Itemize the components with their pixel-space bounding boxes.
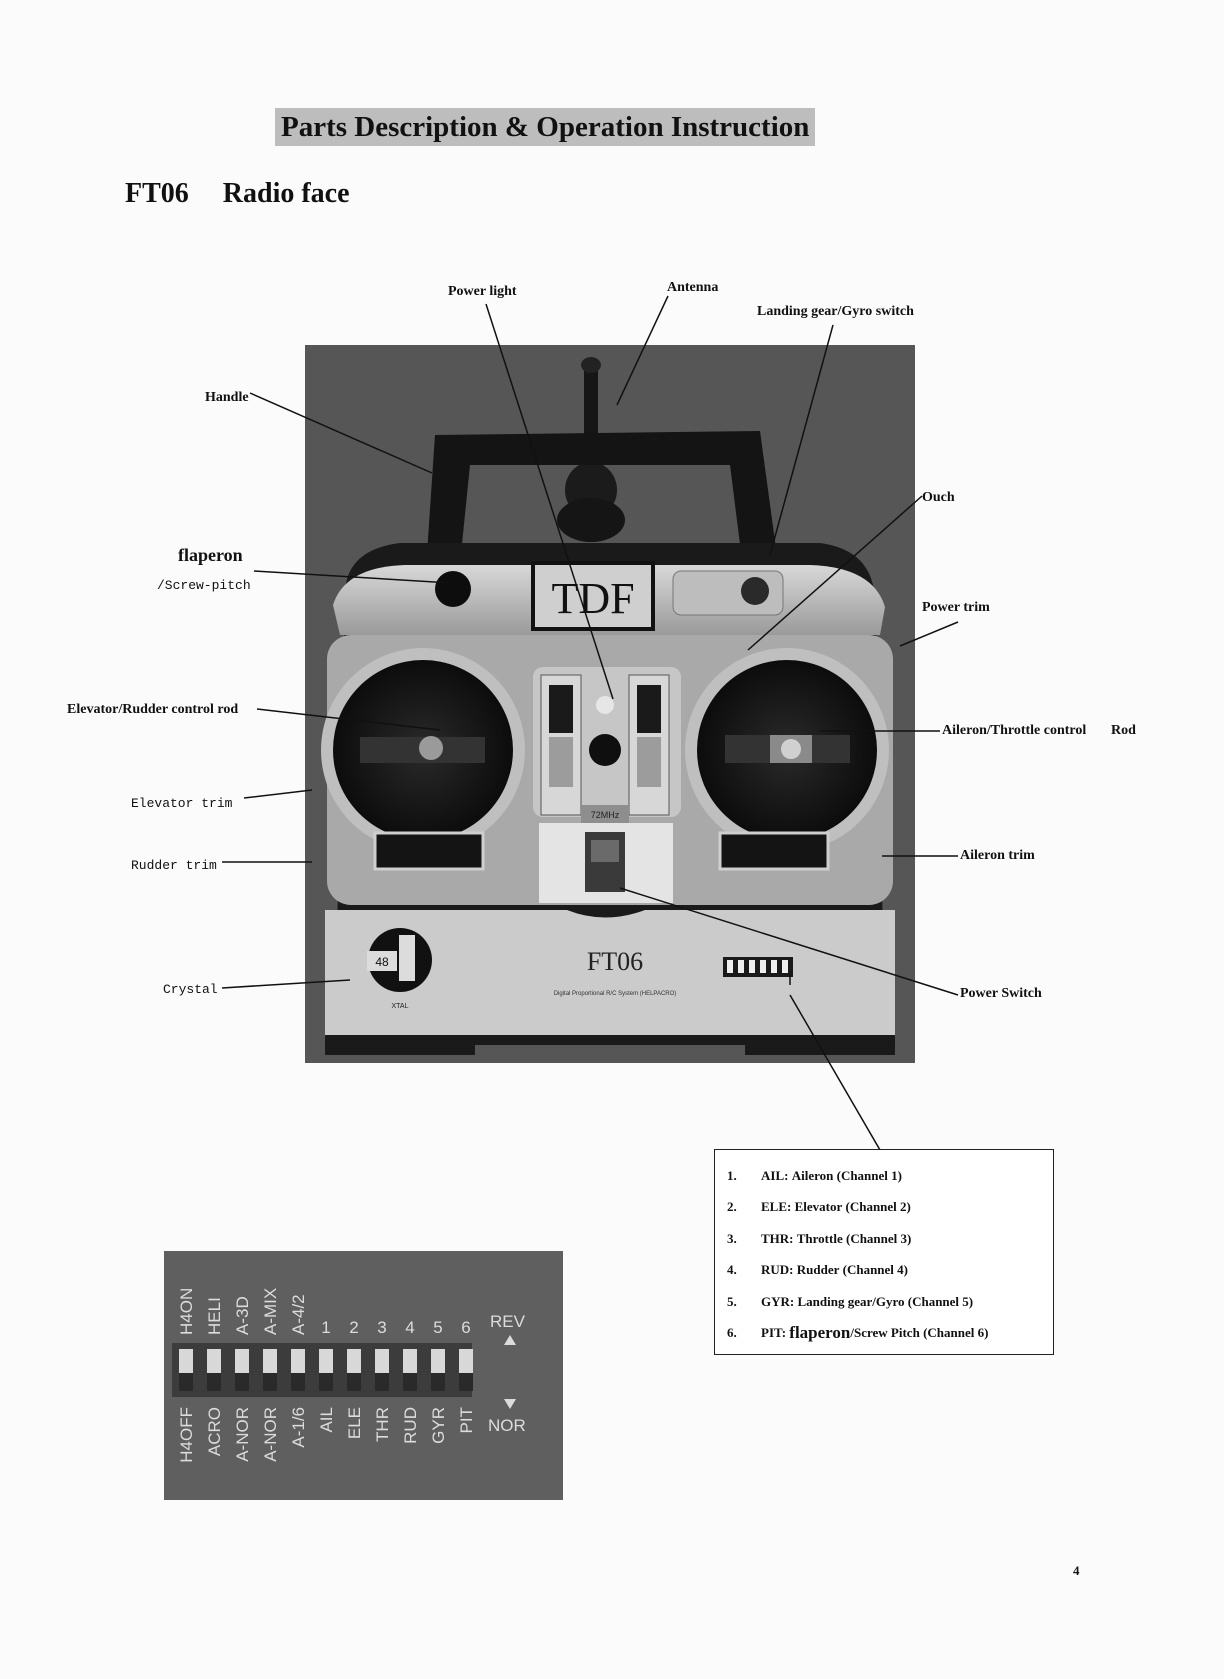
label-screw-pitch: /Screw-pitch [157, 578, 251, 593]
dip-switch-lever [207, 1373, 221, 1391]
dip-top-label: 3 [377, 1318, 386, 1337]
label-power-trim: Power trim [922, 600, 990, 615]
label-elevator-rudder-rod: Elevator/Rudder control rod [67, 702, 239, 717]
label-aileron-trim: Aileron trim [960, 848, 1035, 863]
dip-switch-lever [431, 1373, 445, 1391]
dip-top-label: 1 [321, 1318, 330, 1337]
dip-bottom-label: THR [373, 1407, 392, 1442]
dip-top-label: 2 [349, 1318, 358, 1337]
label-elevator-trim: Elevator trim [131, 796, 233, 811]
model-name: FT06 [125, 178, 189, 209]
radio-illustration: TDF 72MHz [321, 357, 895, 1055]
label-landing-gear-switch: Landing gear/Gyro switch [757, 304, 914, 319]
label-antenna: Antenna [667, 280, 719, 295]
crystal-band: 48 [375, 955, 389, 969]
dip-top-label: HELI [205, 1297, 224, 1335]
freq-label: 72MHz [591, 810, 620, 820]
label-power-switch: Power Switch [960, 986, 1042, 1001]
dip-bottom-label: RUD [401, 1407, 420, 1444]
dip-bottom-label: ELE [345, 1407, 364, 1439]
page-number: 4 [1073, 1563, 1080, 1578]
legend-row: 6. PIT: flaperon/Screw Pitch (Channel 6) [727, 1323, 989, 1343]
crystal-label: XTAL [392, 1003, 409, 1010]
system-text: Digital Proportional R/C System (HELPACR… [554, 991, 677, 997]
dip-nor-label: NOR [488, 1416, 526, 1435]
label-crystal: Crystal [163, 982, 218, 997]
model-plate: FT06 [587, 947, 643, 976]
legend-row: 1. AIL: Aileron (Channel 1) [727, 1167, 902, 1183]
arrow-up-icon [504, 1335, 516, 1345]
dip-top-label: A-MIX [261, 1288, 280, 1335]
dip-bottom-label: A-NOR [233, 1407, 252, 1462]
label-rudder-trim: Rudder trim [131, 858, 217, 873]
page-heading: Parts Description & Operation Instructio… [275, 108, 816, 146]
dip-bottom-label: A-NOR [261, 1407, 280, 1462]
subtitle-text: Radio face [222, 178, 350, 209]
dip-top-label: H4ON [177, 1288, 196, 1335]
dip-top-label: A-3D [233, 1296, 252, 1335]
label-rod: Rod [1111, 723, 1136, 738]
dip-switch-lever [459, 1373, 473, 1391]
dip-bottom-label: PIT [457, 1407, 476, 1433]
dip-switch-lever [179, 1373, 193, 1391]
dip-switch-lever [347, 1373, 361, 1391]
dip-bottom-label: H4OFF [177, 1407, 196, 1463]
arrow-down-icon [504, 1399, 516, 1409]
legend-row: 2. ELE: Elevator (Channel 2) [727, 1199, 911, 1215]
dip-bottom-label: GYR [429, 1407, 448, 1444]
dip-switch-lever [375, 1373, 389, 1391]
dip-top-label: 4 [405, 1318, 414, 1337]
dip-switch-lever [291, 1373, 305, 1391]
radio-photo: TDF 72MHz [305, 345, 915, 1063]
label-power-light: Power light [448, 284, 517, 299]
dip-rev-label: REV [490, 1312, 526, 1331]
legend-row: 4. RUD: Rudder (Channel 4) [727, 1262, 908, 1278]
dip-top-label: 5 [433, 1318, 442, 1337]
dip-bottom-label: A-1/6 [289, 1407, 308, 1448]
dip-switch-lever [403, 1373, 417, 1391]
dip-switch-lever [263, 1373, 277, 1391]
page-subtitle: FT06 Radio face [125, 178, 350, 210]
dip-top-label: A-4/2 [289, 1294, 308, 1335]
dip-bottom-label: ACRO [205, 1407, 224, 1456]
label-flaperon: flaperon [178, 545, 243, 565]
label-ouch: Ouch [922, 490, 955, 505]
brand-logo: TDF [551, 574, 634, 623]
legend-row: 5. GYR: Landing gear/Gyro (Channel 5) [727, 1293, 974, 1309]
legend-row: 3. THR: Throttle (Channel 3) [727, 1230, 912, 1246]
channel-legend: 1. AIL: Aileron (Channel 1) 2. ELE: Elev… [714, 1149, 1054, 1355]
dip-switch-lever [235, 1373, 249, 1391]
dip-bottom-label: AIL [317, 1407, 336, 1433]
label-aileron-throttle-rod: Aileron/Throttle control [942, 723, 1087, 738]
label-handle: Handle [205, 390, 249, 405]
dip-top-label: 6 [461, 1318, 470, 1337]
dip-switch-lever [319, 1373, 333, 1391]
